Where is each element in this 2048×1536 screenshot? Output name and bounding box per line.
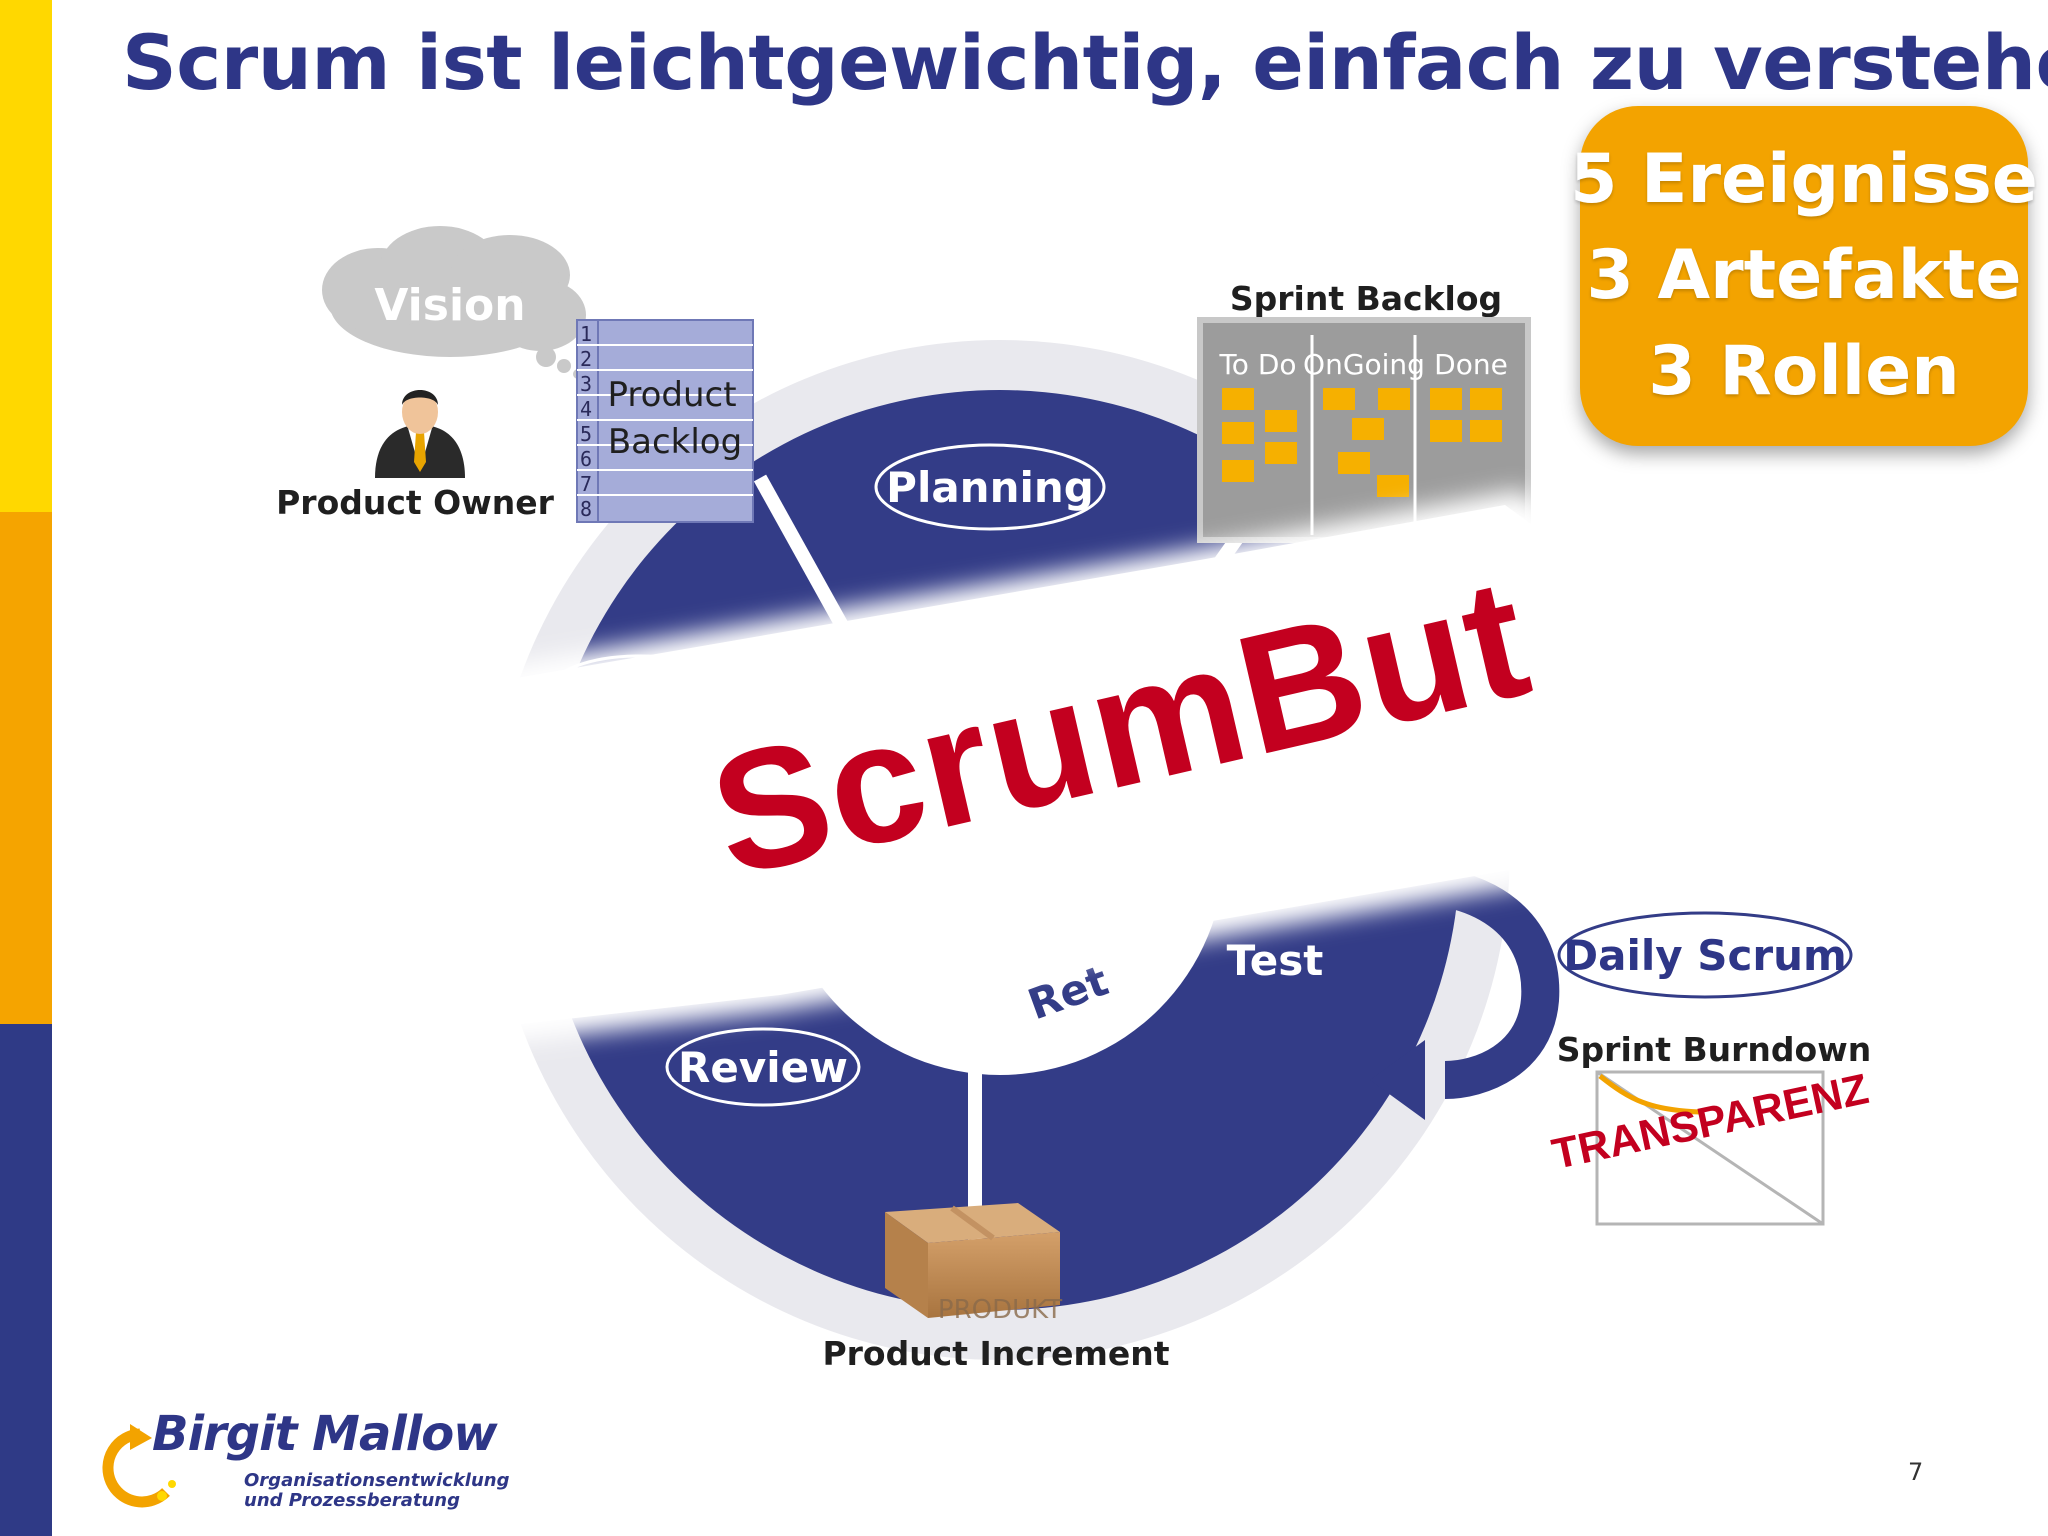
sprint-burndown-chart <box>1595 1070 1825 1226</box>
logo-subline: Organisationsentwicklung <box>244 1470 510 1491</box>
backlog-number: 5 <box>580 422 592 446</box>
board-column-todo: To Do <box>1218 348 1296 381</box>
sprint-backlog-title: Sprint Backlog <box>1230 279 1502 318</box>
callout-artifacts: 3 Artefakte <box>1586 236 2022 315</box>
backlog-number: 6 <box>580 447 592 471</box>
left-accent-orange <box>0 512 52 1024</box>
product-backlog-list <box>576 319 754 523</box>
planning-ellipse <box>874 443 1106 531</box>
slide-title: Scrum ist leichtgewichtig, einfach zu ve… <box>122 18 2048 107</box>
test-label: Test <box>1227 936 1324 985</box>
daily-scrum-label: Daily Scrum <box>1563 931 1847 980</box>
page-number: 7 <box>1908 1458 1924 1486</box>
backlog-number: 7 <box>580 472 592 496</box>
backlog-number: 3 <box>580 372 592 396</box>
torn-band-overlay-core <box>275 505 1600 1040</box>
review-label: Review <box>678 1043 848 1092</box>
board-column-done: Done <box>1434 348 1508 381</box>
callout-roles: 3 Rollen <box>1648 332 1960 411</box>
backlog-number: 8 <box>580 497 592 521</box>
product-owner-label: Product Owner <box>276 483 554 522</box>
board-column-ongoing: OnGoing <box>1303 348 1425 381</box>
daily-scrum-ellipse <box>1557 911 1853 999</box>
product-backlog-label: Backlog <box>608 422 742 462</box>
logo-mark-icon <box>102 1424 176 1508</box>
vision-cloud <box>322 226 586 379</box>
callout-events: 5 Ereignisse <box>1570 140 2038 219</box>
backlog-number: 1 <box>580 322 592 346</box>
left-accent-navy <box>0 1024 52 1536</box>
daily-loop-arrowhead <box>1370 1040 1425 1120</box>
product-box-icon <box>885 1203 1060 1318</box>
sprint-burndown-title: Sprint Burndown <box>1557 1030 1871 1069</box>
left-accent-yellow <box>0 0 52 512</box>
logo-name: Birgit Mallow <box>152 1406 498 1462</box>
backlog-number: 2 <box>580 347 592 371</box>
product-box-label: PRODUKT <box>938 1295 1062 1325</box>
review-ellipse <box>665 1027 861 1107</box>
sprint-backlog-board <box>1197 317 1531 543</box>
backlog-number: 4 <box>580 397 592 421</box>
product-backlog-label: Product <box>607 375 736 415</box>
product-increment-label: Product Increment <box>822 1334 1169 1373</box>
product-owner-icon <box>375 390 465 478</box>
callout-box: 5 Ereignisse 3 Artefakte 3 Rollen <box>1570 106 2038 446</box>
logo-subline: und Prozessberatung <box>244 1490 461 1511</box>
planning-label: Planning <box>886 463 1094 512</box>
vision-label: Vision <box>374 280 525 331</box>
